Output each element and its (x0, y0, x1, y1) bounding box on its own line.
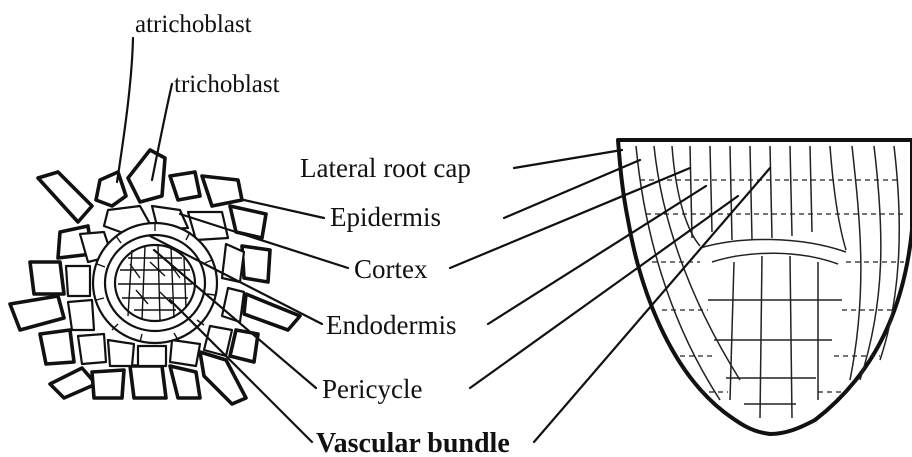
label-lateral-root-cap: Lateral root cap (300, 153, 471, 183)
label-pericycle: Pericycle (322, 374, 422, 404)
label-atrichoblast: atrichoblast (135, 11, 252, 38)
root-tip-outline (618, 140, 912, 434)
label-trichoblast: trichoblast (174, 71, 280, 98)
root-cross-section (10, 150, 300, 404)
root-tip-longitudinal-section (618, 140, 912, 434)
label-endodermis: Endodermis (326, 310, 456, 340)
label-cortex: Cortex (354, 254, 428, 284)
label-epidermis: Epidermis (330, 202, 441, 232)
vascular-bundle-cells (115, 245, 195, 321)
label-vascular-bundle: Vascular bundle (316, 428, 510, 457)
